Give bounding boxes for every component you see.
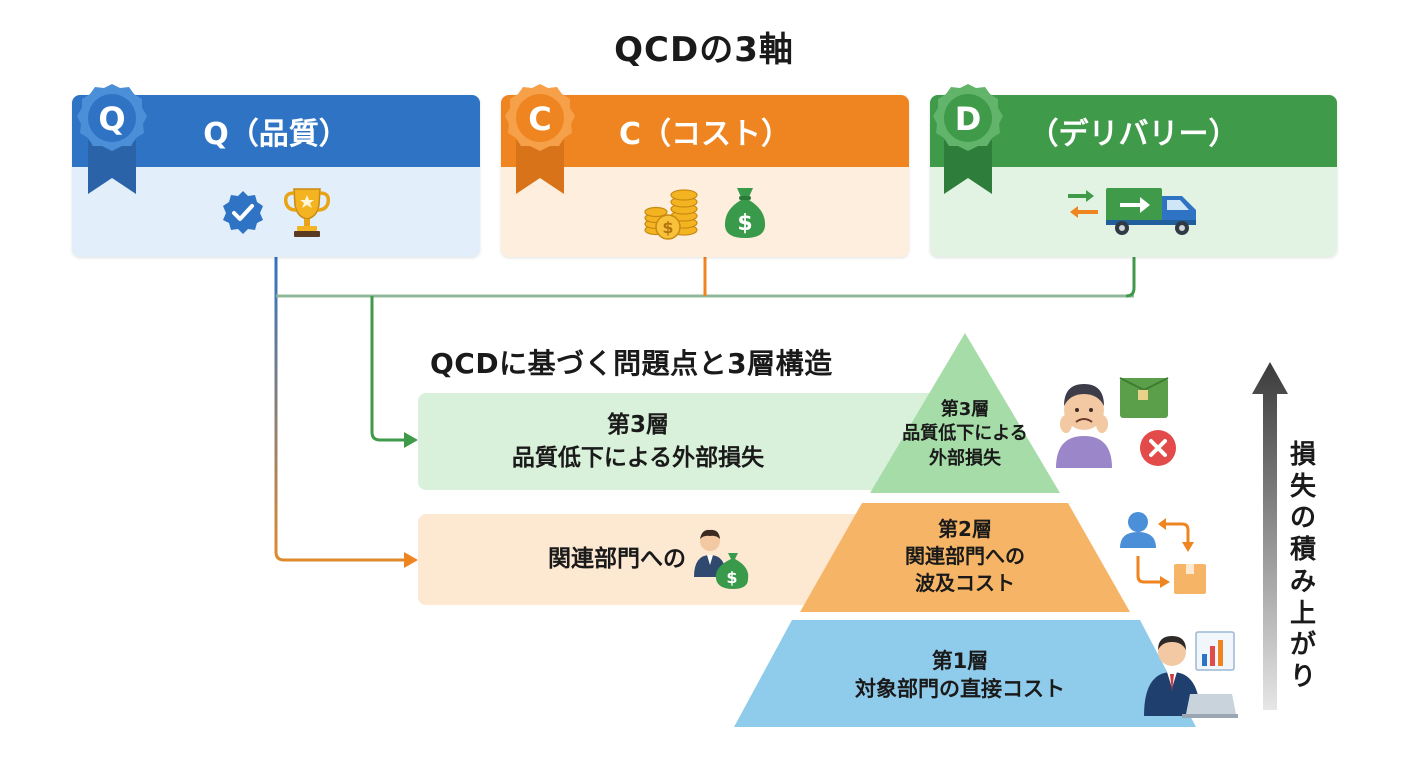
check-badge-icon [223, 191, 263, 234]
delivery-badge-icon: D [933, 84, 1003, 194]
pyramid-layer2 [800, 503, 1130, 612]
department-flow-icon [1120, 512, 1206, 594]
pyramid-layer3 [870, 333, 1060, 493]
section-subtitle: QCDに基づく問題点と3層構造 [430, 347, 833, 380]
cost-card-icons: $ $ [501, 167, 909, 257]
svg-text:$: $ [726, 568, 737, 587]
accumulation-label-char: が [1289, 630, 1316, 661]
worried-customer-icon [1056, 377, 1176, 468]
accumulation-label-char: 損 [1289, 440, 1316, 470]
accumulation-label-char: 積 [1289, 535, 1316, 566]
trophy-icon [283, 188, 331, 237]
svg-text:Q: Q [98, 100, 125, 138]
pyramid-layer1-label: 第1層 対象部門の直接コスト [855, 649, 1065, 702]
layer2-band-label: 関連部門への [548, 546, 686, 573]
layer3-band-label: 第3層 品質低下による外部損失 [511, 412, 765, 471]
coins-icon: $ [644, 189, 698, 240]
accumulation-label-char: り [1289, 662, 1316, 693]
svg-text:$: $ [737, 211, 752, 236]
layer3-band: 第3層 品質低下による外部損失 [418, 393, 978, 490]
quality-card-label: Q（品質） [203, 117, 349, 152]
quality-card-icons [72, 167, 480, 257]
accumulation-label-char: の [1289, 503, 1316, 534]
delivery-truck-icon [1067, 188, 1196, 235]
delivery-card-icons [930, 167, 1337, 257]
main-title: QCDの3軸 [614, 30, 794, 70]
cost-card-label: C（コスト） [618, 117, 792, 152]
accumulation-label-char: 上 [1289, 598, 1316, 629]
pyramid-layer1 [734, 620, 1196, 727]
delivery-card-label: （デリバリー） [1028, 117, 1239, 152]
pyramid-layer2-label: 第2層 関連部門への 波及コスト [905, 517, 1025, 595]
svg-text:$: $ [662, 218, 673, 237]
accumulation-label-char: み [1289, 566, 1316, 597]
person-money-bag-icon: $ [694, 529, 749, 589]
money-bag-icon: $ [724, 188, 766, 238]
pyramid-layer3-label: 第3層 品質低下による 外部損失 [902, 399, 1028, 469]
svg-text:C: C [528, 100, 551, 138]
analyst-laptop-icon [1144, 631, 1238, 718]
accumulation-label: 損失の積み上がり [1283, 440, 1323, 694]
accumulation-label-char: 失 [1289, 471, 1316, 502]
quality-badge-icon: Q [77, 84, 147, 194]
accumulation-arrow-icon [1252, 362, 1288, 710]
svg-text:D: D [955, 100, 982, 138]
cost-badge-icon: C [505, 84, 575, 194]
